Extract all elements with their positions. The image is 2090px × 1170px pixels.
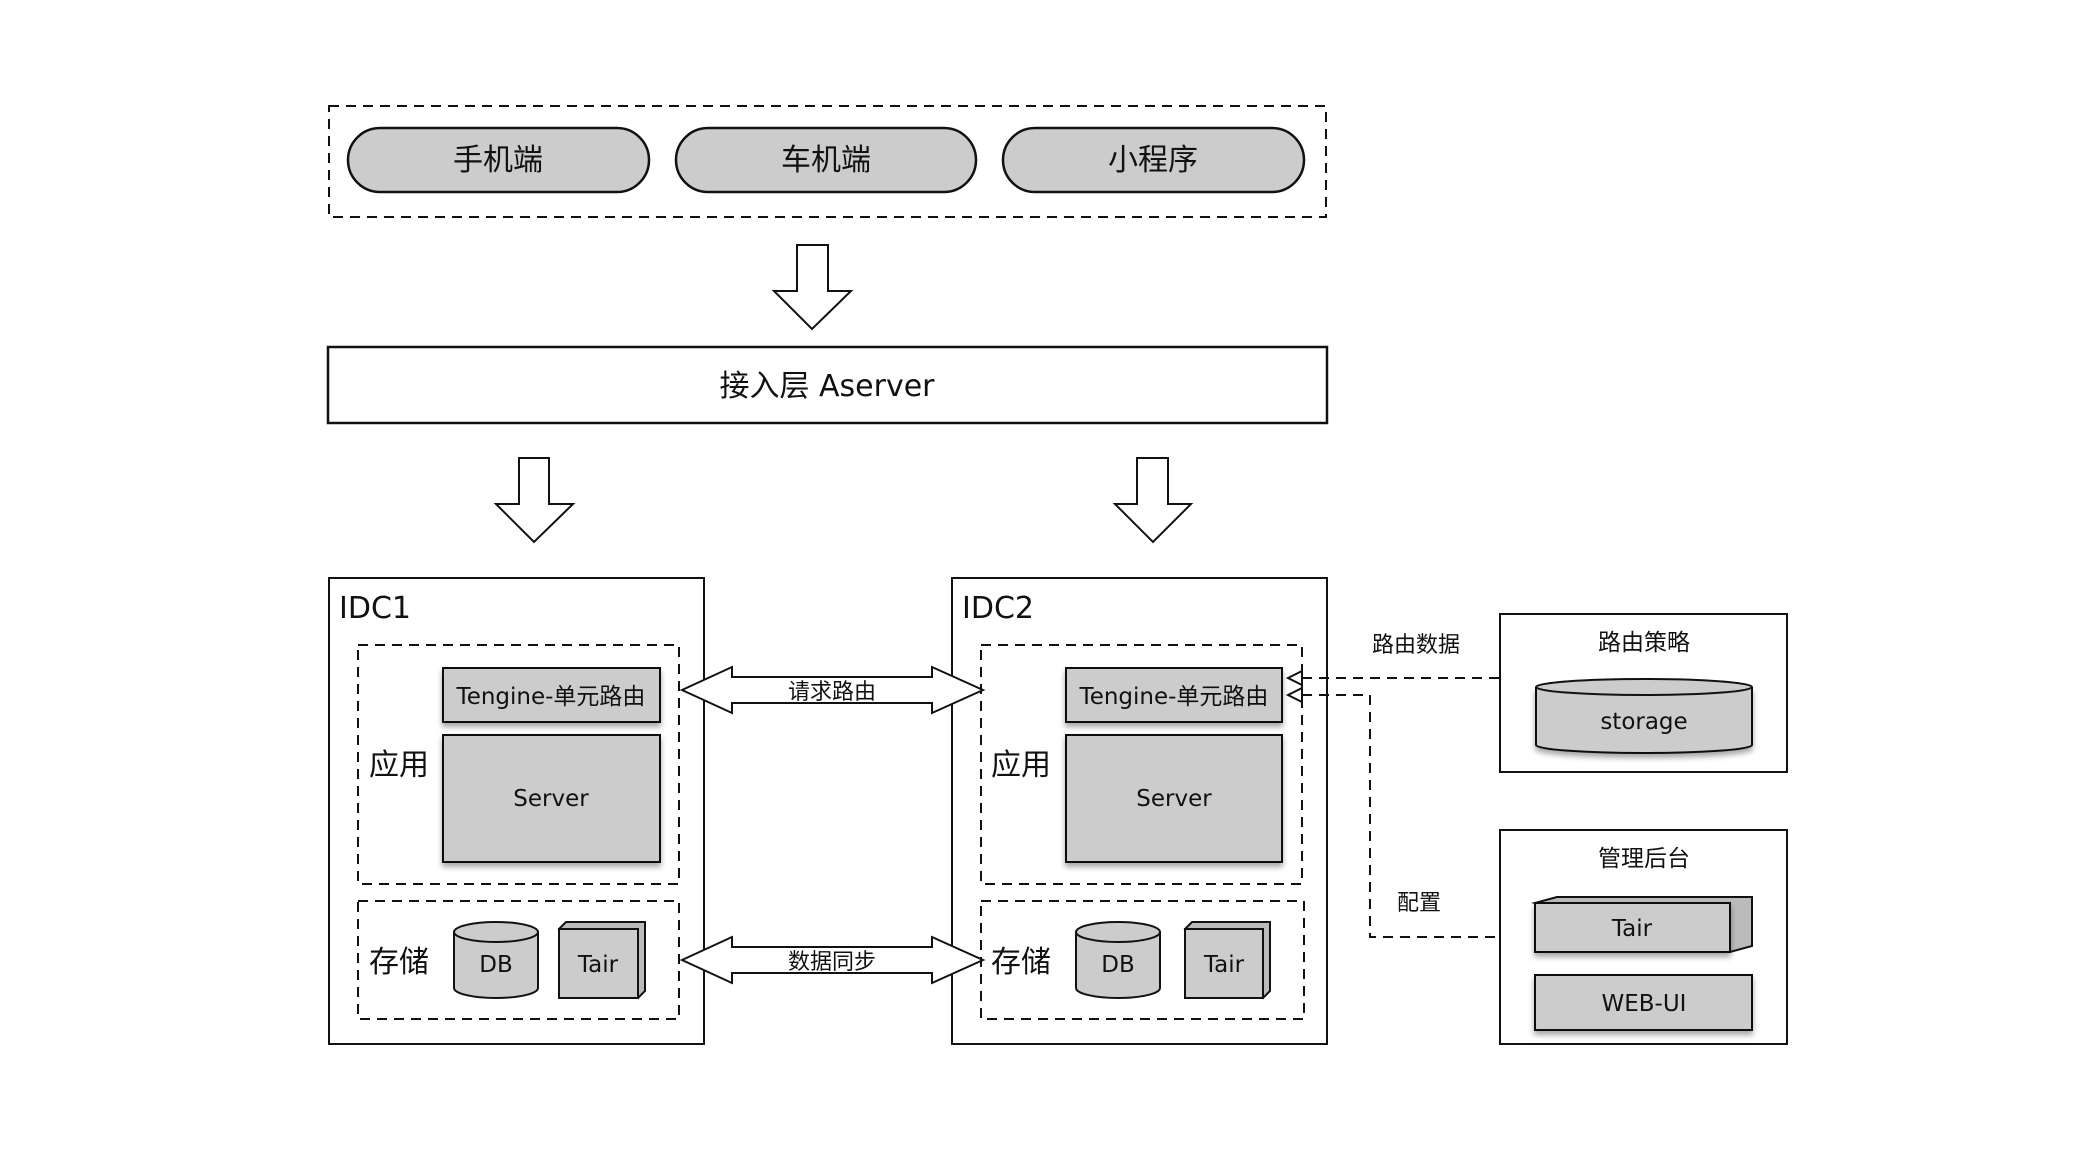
- idc2-box: IDC2 应用 Tengine-单元路由 Server 存储 DB Tair: [951, 577, 1328, 1045]
- tengine-router-box[interactable]: Tengine-单元路由: [442, 667, 661, 723]
- client-label: 手机端: [453, 143, 543, 178]
- admin-tair-label: Tair: [1611, 916, 1653, 942]
- admin-tair-cube[interactable]: Tair: [1531, 896, 1753, 954]
- server-box[interactable]: Server: [1065, 734, 1283, 863]
- server-box[interactable]: Server: [442, 734, 661, 863]
- routing-data-label: 路由数据: [1372, 633, 1460, 658]
- down-arrow-icon: [771, 244, 854, 331]
- clients-group: 手机端 车机端 小程序: [328, 105, 1327, 218]
- client-pill-car[interactable]: 车机端: [674, 126, 978, 194]
- admin-title: 管理后台: [1598, 846, 1690, 872]
- tengine-router-box[interactable]: Tengine-单元路由: [1065, 667, 1283, 723]
- idc-title: IDC2: [962, 591, 1034, 626]
- app-group-label: 应用: [991, 748, 1051, 783]
- storage-cylinder[interactable]: storage: [1535, 678, 1753, 754]
- admin-box: 管理后台 Tair WEB-UI: [1499, 829, 1788, 1045]
- double-arrow-icon: [679, 935, 986, 985]
- router-label: Tengine-单元路由: [456, 684, 646, 710]
- idc1-box: IDC1 应用 Tengine-单元路由 Server 存储 DB Tair: [328, 577, 705, 1045]
- client-label: 车机端: [781, 143, 871, 178]
- app-group-label: 应用: [369, 748, 429, 783]
- storage-group-label: 存储: [991, 945, 1051, 980]
- tair-cube[interactable]: Tair: [557, 921, 646, 1000]
- storage-group-label: 存储: [369, 945, 429, 980]
- down-arrow-icon: [493, 457, 576, 544]
- tair-cube[interactable]: Tair: [1183, 921, 1271, 1000]
- arrowhead-icon: [1285, 686, 1303, 704]
- routing-policy-box: 路由策略 storage: [1499, 613, 1788, 773]
- double-arrow-icon: [679, 665, 986, 715]
- storage-label: storage: [1600, 709, 1687, 735]
- storage-group-dashed: [357, 900, 680, 1020]
- client-label: 小程序: [1108, 143, 1198, 178]
- request-routing-link: 请求路由: [679, 665, 986, 715]
- idc-title: IDC1: [339, 591, 411, 626]
- db-cylinder[interactable]: DB: [1075, 921, 1161, 999]
- router-label: Tengine-单元路由: [1079, 684, 1269, 710]
- client-pill-miniprogram[interactable]: 小程序: [1001, 126, 1306, 194]
- config-link: 配置: [1285, 686, 1500, 938]
- routing-data-link: 路由数据: [1285, 633, 1499, 687]
- tair-label: Tair: [1203, 952, 1245, 978]
- access-layer-box[interactable]: 接入层 Aserver: [326, 345, 1329, 425]
- data-sync-link: 数据同步: [679, 935, 986, 985]
- routing-policy-title: 路由策略: [1598, 630, 1690, 656]
- db-cylinder[interactable]: DB: [453, 921, 539, 999]
- app-group-dashed: [980, 644, 1303, 885]
- clients-dashed-border: [328, 105, 1327, 218]
- app-group-dashed: [357, 644, 680, 885]
- access-layer-label: 接入层 Aserver: [719, 369, 935, 404]
- db-label: DB: [479, 952, 513, 978]
- client-pill-mobile[interactable]: 手机端: [346, 126, 651, 194]
- down-arrow-icon: [1112, 457, 1194, 544]
- config-label: 配置: [1397, 891, 1441, 916]
- web-ui-box[interactable]: WEB-UI: [1534, 974, 1753, 1031]
- request-routing-label: 请求路由: [788, 680, 876, 705]
- db-label: DB: [1101, 952, 1135, 978]
- data-sync-label: 数据同步: [788, 950, 876, 975]
- server-label: Server: [513, 786, 589, 812]
- web-ui-label: WEB-UI: [1602, 991, 1687, 1017]
- arrowhead-icon: [1285, 669, 1303, 687]
- server-label: Server: [1136, 786, 1212, 812]
- tair-label: Tair: [577, 952, 619, 978]
